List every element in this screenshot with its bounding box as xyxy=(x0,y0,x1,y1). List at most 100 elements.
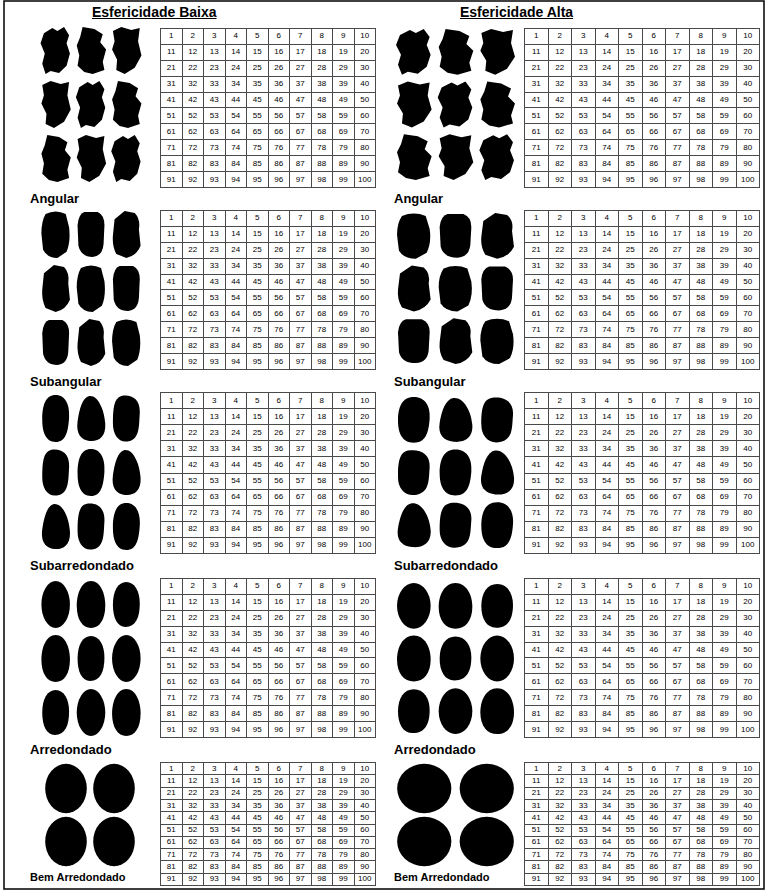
table-cell: 56 xyxy=(269,108,290,123)
table-cell: 19 xyxy=(333,595,354,610)
table-cell: 60 xyxy=(355,474,376,489)
table-cell: 54 xyxy=(596,108,619,123)
table-cell: 33 xyxy=(204,800,225,811)
table-cell: 87 xyxy=(666,156,689,171)
table-cell: 56 xyxy=(643,658,666,673)
table-cell: 15 xyxy=(619,775,642,786)
table-cell: 63 xyxy=(204,306,225,321)
table-cell: 85 xyxy=(619,706,642,721)
table-cell: 36 xyxy=(269,441,290,456)
table-cell: 24 xyxy=(596,611,619,626)
table-cell: 98 xyxy=(312,538,333,553)
table-cell: 51 xyxy=(161,108,182,123)
table-cell: 8 xyxy=(312,29,333,44)
table-cell: 17 xyxy=(666,409,689,424)
table-cell: 80 xyxy=(737,506,760,521)
table-cell: 20 xyxy=(355,595,376,610)
table-cell: 26 xyxy=(643,788,666,799)
table-cell: 99 xyxy=(333,354,354,369)
table-cell: 82 xyxy=(183,522,204,537)
table-cell: 85 xyxy=(619,338,642,353)
table-cell: 6 xyxy=(269,579,290,594)
table-cell: 31 xyxy=(525,77,548,92)
table-cell: 79 xyxy=(713,140,736,155)
table-cell: 73 xyxy=(204,849,225,860)
table-cell: 98 xyxy=(690,722,713,737)
table-cell: 13 xyxy=(572,775,595,786)
table-cell: 61 xyxy=(525,490,548,505)
table-cell: 84 xyxy=(226,706,247,721)
table-cell: 91 xyxy=(525,874,548,885)
table-cell: 10 xyxy=(355,579,376,594)
table-cell: 21 xyxy=(161,611,182,626)
table-cell: 5 xyxy=(247,763,268,774)
table-cell: 10 xyxy=(737,579,760,594)
table-cell: 23 xyxy=(204,425,225,440)
table-cell: 22 xyxy=(183,243,204,258)
table-cell: 47 xyxy=(666,457,689,472)
category-label: Subangular xyxy=(394,374,466,389)
table-cell: 90 xyxy=(355,522,376,537)
table-cell: 73 xyxy=(204,690,225,705)
table-cell: 60 xyxy=(355,658,376,673)
table-cell: 76 xyxy=(643,506,666,521)
table-cell: 19 xyxy=(333,45,354,60)
table-cell: 78 xyxy=(312,506,333,521)
table-cell: 83 xyxy=(204,522,225,537)
table-cell: 20 xyxy=(355,227,376,242)
table-cell: 52 xyxy=(549,658,572,673)
table-cell: 17 xyxy=(666,595,689,610)
table-cell: 20 xyxy=(737,595,760,610)
table-cell: 98 xyxy=(312,722,333,737)
table-cell: 58 xyxy=(690,825,713,836)
table-cell: 89 xyxy=(713,156,736,171)
table-cell: 29 xyxy=(713,425,736,440)
table-cell: 45 xyxy=(619,93,642,108)
table-cell: 70 xyxy=(737,124,760,139)
table-cell: 80 xyxy=(355,140,376,155)
table-cell: 28 xyxy=(690,243,713,258)
table-cell: 45 xyxy=(247,812,268,823)
table-cell: 31 xyxy=(525,441,548,456)
table-cell: 77 xyxy=(290,322,311,337)
table-cell: 11 xyxy=(161,595,182,610)
table-cell: 29 xyxy=(333,61,354,76)
table-cell: 62 xyxy=(183,837,204,848)
table-cell: 97 xyxy=(666,874,689,885)
table-cell: 10 xyxy=(737,763,760,774)
table-cell: 77 xyxy=(290,849,311,860)
table-cell: 96 xyxy=(269,874,290,885)
table-cell: 42 xyxy=(183,93,204,108)
table-cell: 23 xyxy=(572,611,595,626)
number-grid: 1234567891011121314151617181920212223242… xyxy=(160,28,376,188)
table-cell: 41 xyxy=(161,812,182,823)
table-cell: 62 xyxy=(183,306,204,321)
table-cell: 78 xyxy=(312,849,333,860)
table-cell: 65 xyxy=(619,674,642,689)
table-cell: 9 xyxy=(333,579,354,594)
table-cell: 25 xyxy=(247,788,268,799)
table-cell: 8 xyxy=(312,763,333,774)
table-cell: 5 xyxy=(619,211,642,226)
table-cell: 73 xyxy=(572,140,595,155)
table-cell: 9 xyxy=(333,29,354,44)
table-cell: 8 xyxy=(312,211,333,226)
table-cell: 19 xyxy=(333,227,354,242)
table-cell: 99 xyxy=(333,172,354,187)
table-cell: 43 xyxy=(572,812,595,823)
table-cell: 20 xyxy=(737,409,760,424)
table-cell: 34 xyxy=(596,441,619,456)
table-cell: 1 xyxy=(161,579,182,594)
table-cell: 61 xyxy=(161,674,182,689)
table-cell: 36 xyxy=(643,627,666,642)
table-cell: 100 xyxy=(355,538,376,553)
table-cell: 31 xyxy=(161,627,182,642)
table-cell: 71 xyxy=(525,322,548,337)
table-cell: 35 xyxy=(619,259,642,274)
table-cell: 39 xyxy=(713,441,736,456)
table-cell: 59 xyxy=(713,825,736,836)
table-cell: 3 xyxy=(572,29,595,44)
table-cell: 11 xyxy=(525,595,548,610)
table-cell: 100 xyxy=(355,172,376,187)
table-cell: 92 xyxy=(549,172,572,187)
